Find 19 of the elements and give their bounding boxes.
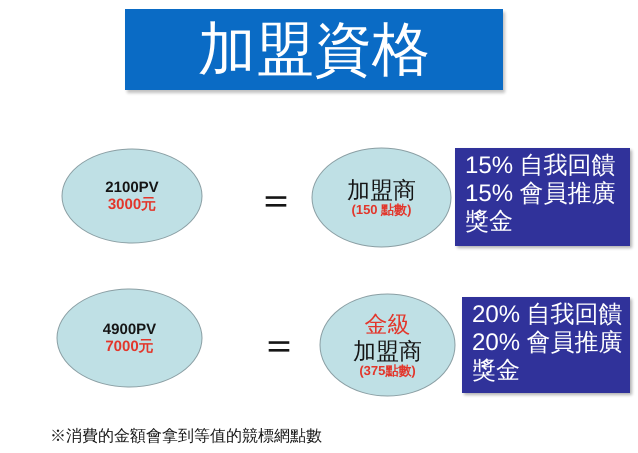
bonus-rate-text: 20% 自我回饋 (472, 301, 624, 329)
bonus-rate-text: 15% 會員推廣獎金 (465, 180, 617, 236)
page-title: 加盟資格 (198, 20, 430, 78)
points-value: (375點數) (359, 364, 416, 379)
equals-sign: ＝ (259, 322, 299, 369)
price-value: 7000元 (105, 338, 154, 356)
bonus-panel (455, 148, 630, 246)
equals-sign: ＝ (256, 177, 296, 224)
pv-value: 2100PV (105, 178, 159, 196)
price-value: 3000元 (108, 196, 156, 214)
bonus-rate-text: 20% 會員推廣獎金 (472, 329, 624, 385)
points-value: (150 點數) (352, 203, 412, 218)
tier-name: 加盟商 (353, 338, 422, 364)
pv-value: 4900PV (102, 320, 156, 338)
footnote: ※消費的金額會拿到等值的競標網點數 (50, 427, 322, 446)
tier-level: 金級 (364, 311, 410, 338)
bonus-panel (462, 297, 630, 393)
tier-name: 加盟商 (347, 176, 416, 203)
bonus-rate-text: 15% 自我回饋 (465, 152, 617, 180)
